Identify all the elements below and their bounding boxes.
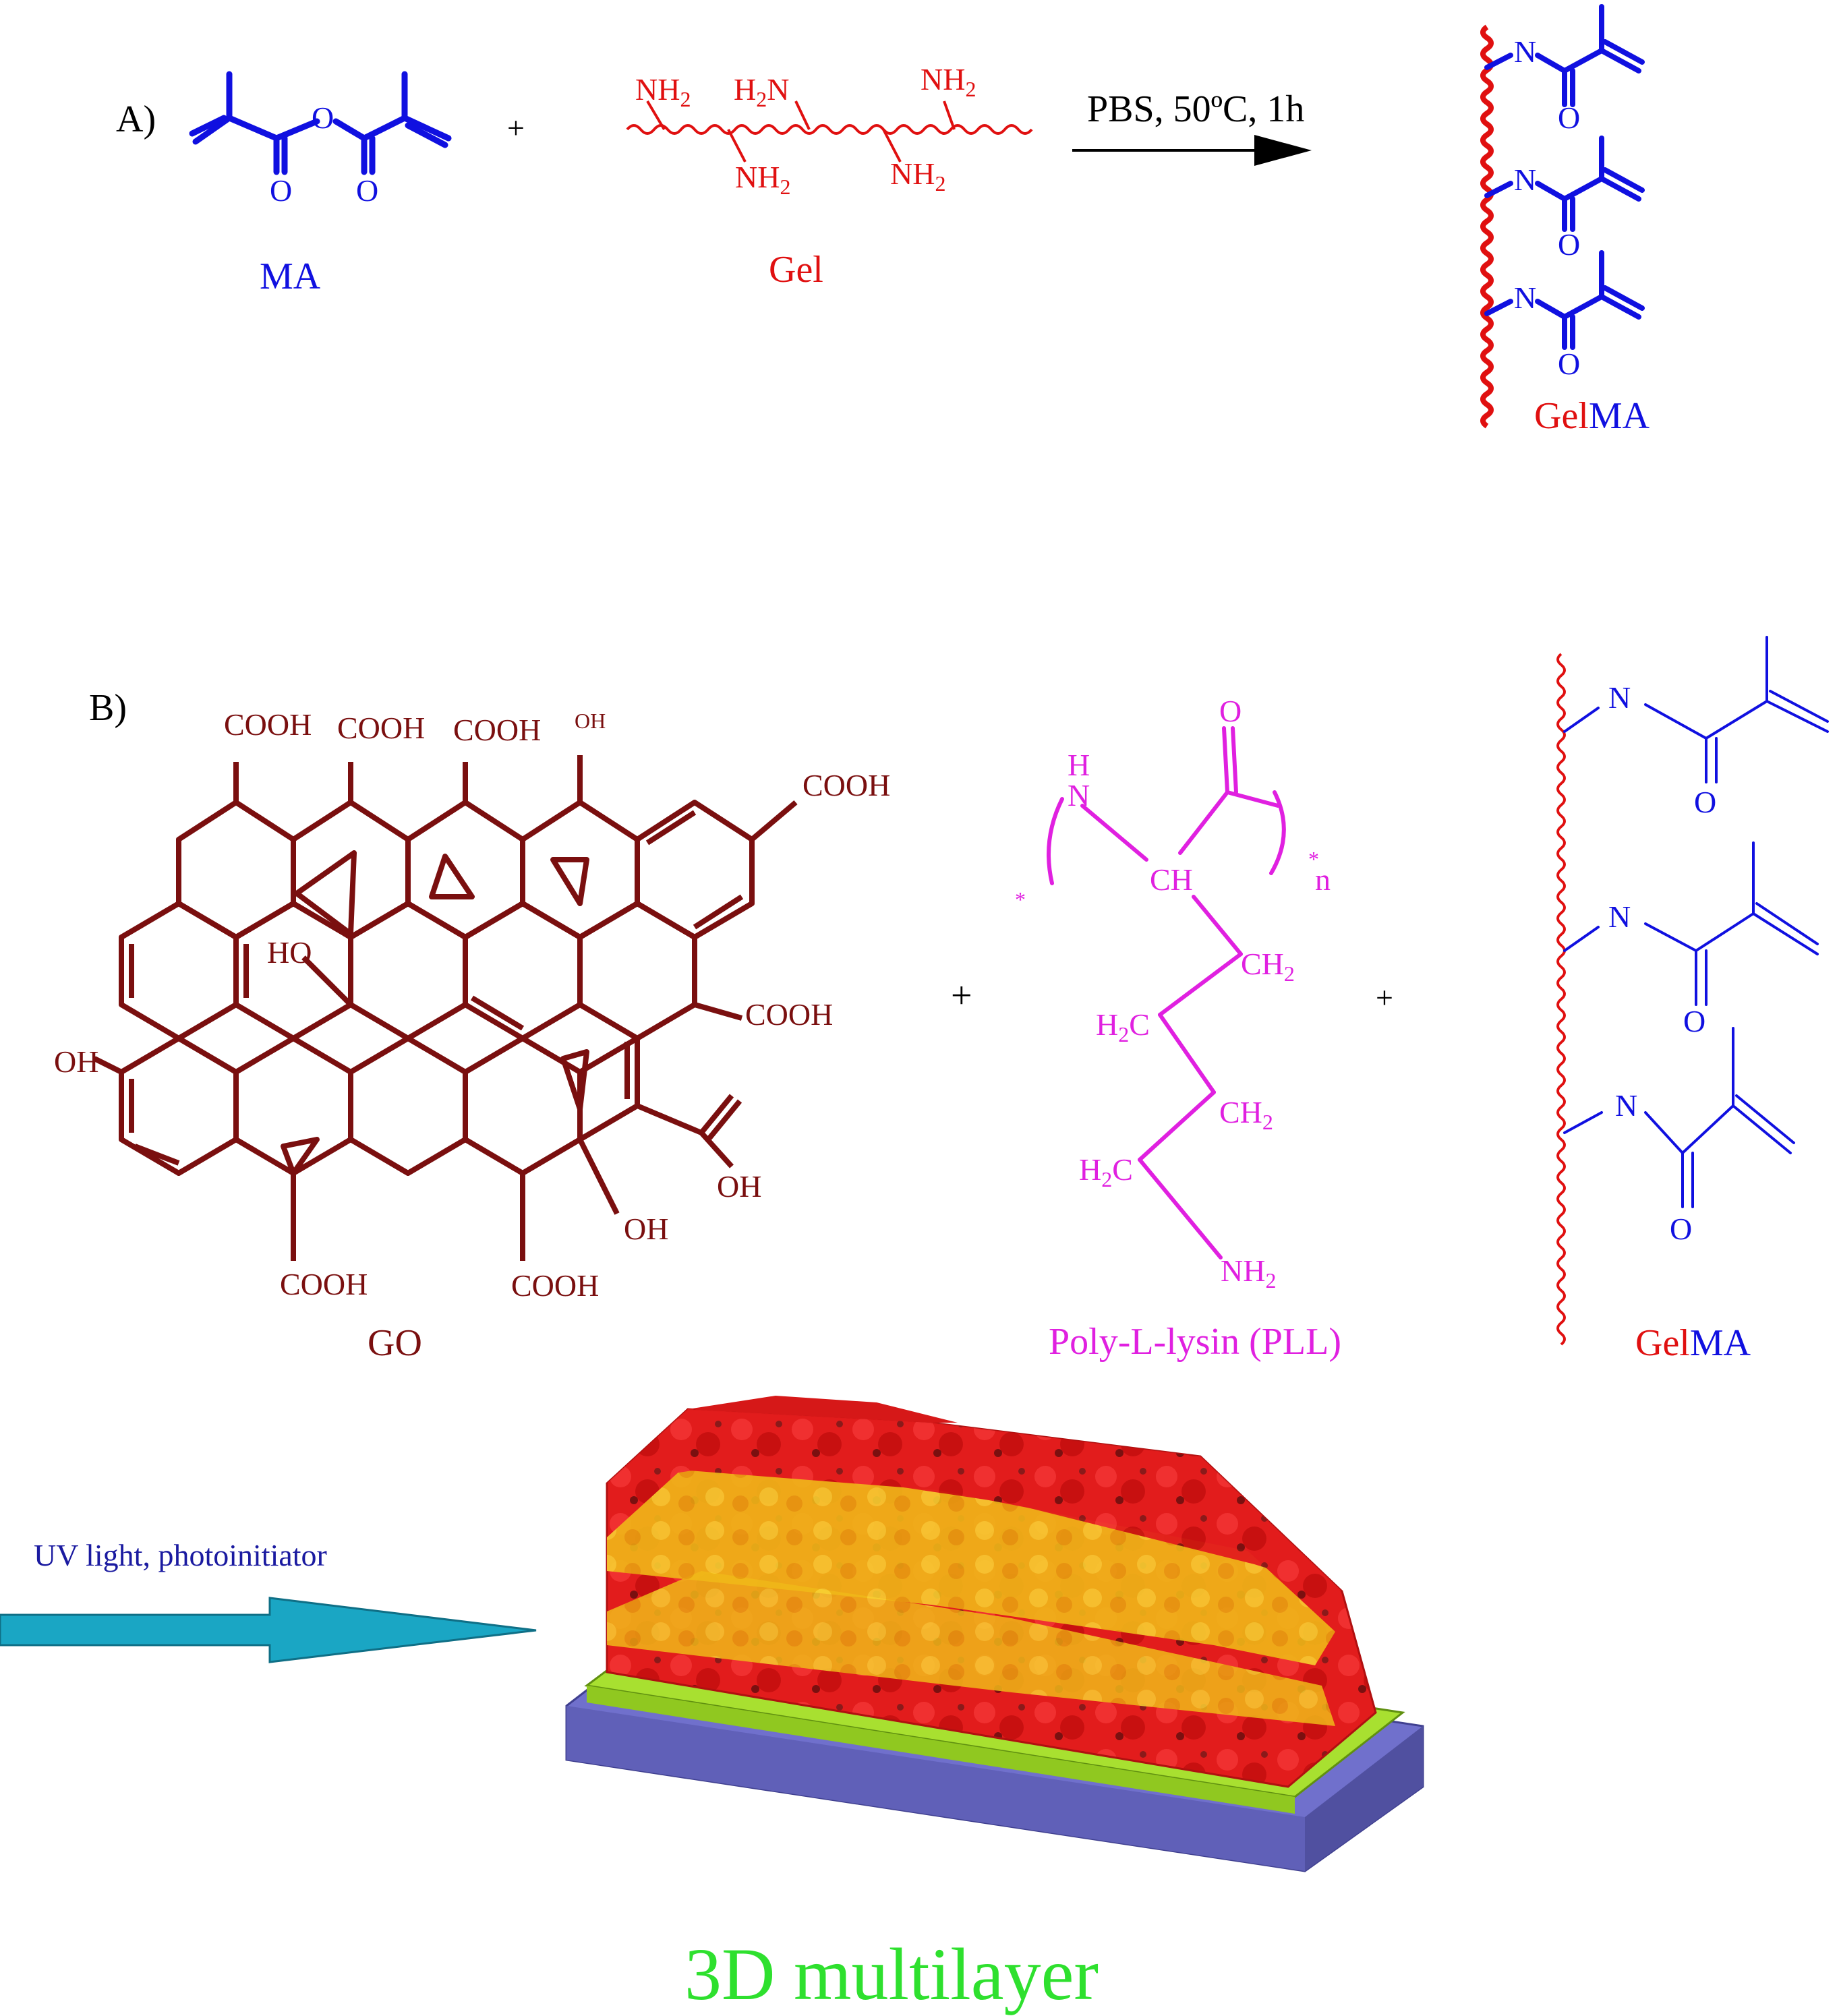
- pll-star-right: *: [1308, 847, 1319, 871]
- gelma-b-n3: N: [1615, 1088, 1637, 1123]
- gelma-a-o3: O: [1558, 347, 1580, 381]
- go-oh-bottom: OH: [624, 1212, 668, 1246]
- go-cooh-mid-right: COOH: [745, 997, 833, 1032]
- go-name: GO: [368, 1322, 422, 1364]
- go-cooh-right: COOH: [802, 768, 890, 802]
- pll-n-index: n: [1315, 862, 1331, 897]
- pll-star-left: *: [1015, 887, 1026, 912]
- ma-molecule: [189, 71, 452, 175]
- gelma-a-n3: N: [1514, 280, 1536, 315]
- pll-h2c-1: H2C: [1096, 1007, 1150, 1046]
- gelma-a-n1: N: [1514, 34, 1536, 69]
- gel-amine-5: NH2: [890, 156, 945, 196]
- gel-amine-2: H2N: [734, 72, 789, 111]
- go-oh-top: OH: [575, 709, 606, 733]
- ma-anhydride-oxygen: O: [312, 100, 334, 135]
- plus-sign-b2: +: [1376, 980, 1393, 1015]
- uv-step: UV light, photoinitiator: [0, 1538, 537, 1663]
- pll-o: O: [1219, 694, 1242, 728]
- gel-amine-3: NH2: [921, 62, 976, 101]
- uv-label: UV light, photoinitiator: [34, 1538, 327, 1572]
- gelma-b-n1: N: [1608, 680, 1631, 715]
- panel-a: A) O O O MA +: [116, 4, 1650, 437]
- gelma-b-name: GelMA: [1635, 1322, 1751, 1364]
- pll-name: Poly-L-lysin (PLL): [1049, 1321, 1341, 1363]
- reaction-conditions: PBS, 50ºC, 1h: [1087, 88, 1304, 130]
- 3d-multilayer-illustration: [565, 1396, 1424, 1872]
- go-cooh-2: COOH: [337, 711, 425, 745]
- gelma-b-o1: O: [1694, 785, 1716, 819]
- gelma-a-n2: N: [1514, 162, 1536, 197]
- go-cooh-3: COOH: [453, 713, 541, 747]
- panel-b-label: B): [89, 687, 127, 729]
- arrow-right-icon: [0, 1597, 537, 1663]
- gelma-product-a: N O N O N O GelMA: [1480, 4, 1650, 437]
- pll-h2c-2: H2C: [1079, 1152, 1133, 1191]
- plus-sign-b1: +: [951, 975, 972, 1017]
- result-label: 3D multilayer: [684, 1933, 1099, 2015]
- pll-ch2-2: CH2: [1219, 1095, 1273, 1134]
- ma-carbonyl-oxygen-2: O: [356, 173, 378, 208]
- panel-b: B): [54, 636, 1829, 1364]
- plus-sign-a: +: [507, 111, 525, 145]
- gel-amine-1: NH2: [635, 72, 691, 111]
- go-structure: [93, 755, 798, 1261]
- go-oh-left: OH: [54, 1044, 98, 1079]
- gelma-b-n2: N: [1608, 899, 1631, 934]
- pll-ch2-1: CH2: [1241, 947, 1295, 986]
- go-ho-inner: HO: [267, 935, 312, 970]
- go-cooh-1: COOH: [224, 707, 312, 742]
- gelma-product-b: N O N O N O GelMA: [1556, 636, 1829, 1364]
- pll-ch: CH: [1150, 862, 1193, 897]
- ma-carbonyl-oxygen-1: O: [270, 173, 292, 208]
- gelma-a-name: GelMA: [1534, 395, 1650, 437]
- gelma-a-o1: O: [1558, 100, 1580, 135]
- gel-chain: [626, 100, 1033, 162]
- gel-name: Gel: [769, 249, 823, 291]
- arrow-right-icon: [1254, 135, 1312, 166]
- ma-name: MA: [260, 256, 321, 297]
- pll-structure: [1047, 726, 1286, 1259]
- panel-a-label: A): [116, 98, 156, 140]
- go-oh-carboxyl: OH: [717, 1169, 761, 1204]
- pll-n: N: [1068, 778, 1090, 812]
- go-cooh-bottom-2: COOH: [511, 1268, 599, 1303]
- gel-amine-4: NH2: [735, 160, 790, 199]
- gelma-b-o3: O: [1670, 1212, 1692, 1246]
- gelma-b-o2: O: [1683, 1004, 1705, 1038]
- pll-h: H: [1068, 748, 1090, 782]
- pll-nh2: NH2: [1221, 1253, 1276, 1293]
- gelma-a-o2: O: [1558, 227, 1580, 262]
- go-cooh-bottom-1: COOH: [280, 1267, 368, 1301]
